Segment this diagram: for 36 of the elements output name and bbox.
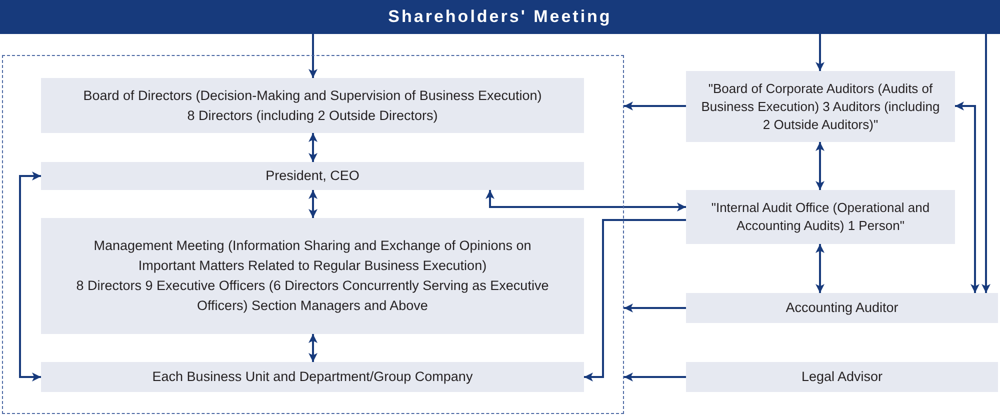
connector-arrow (624, 102, 686, 110)
double-arrow (816, 244, 824, 293)
dashed-group-frame (2, 55, 624, 414)
double-arrow (308, 190, 318, 218)
box-text: Legal Advisor (801, 368, 883, 386)
org-box (41, 78, 584, 133)
box-text: "Internal Audit Office (Operational and Accounting Audits) 1 Person" (710, 199, 931, 235)
org-box (686, 362, 998, 392)
org-box (686, 293, 998, 323)
connector-arrow (624, 304, 686, 312)
double-arrow (308, 133, 318, 162)
box-text: Each Business Unit and Department/Group Company (152, 368, 473, 386)
double-arrow (19, 172, 41, 382)
connector-arrow (982, 34, 990, 293)
box-text: Board of Directors (Decision-Making and Supervision of Business Execution) (83, 86, 542, 105)
double-arrow (486, 190, 686, 212)
connector-arrow (816, 34, 824, 71)
org-box (41, 362, 584, 392)
org-box (686, 71, 955, 142)
box-text: 8 Directors (including 2 Outside Directors) (187, 106, 438, 125)
double-arrow (816, 142, 824, 190)
box-text: 8 Directors 9 Executive Officers (6 Directors Concurrently Serving as Executive Officers) Section Managers and Above (75, 277, 550, 315)
banner-bar (0, 0, 1000, 34)
box-text: President, CEO (266, 167, 360, 185)
box-text: "Board of Corporate Auditors (Audits of Business Execution) 3 Auditors (including 2 Outside Auditors)" (700, 80, 941, 134)
double-arrow (955, 102, 980, 293)
connector-arrow (308, 34, 318, 78)
banner-title: Shareholders' Meeting (388, 6, 612, 28)
double-arrow (308, 334, 318, 362)
org-box (686, 190, 955, 244)
org-box (41, 218, 584, 334)
org-box (41, 162, 584, 190)
connector-arrow (584, 219, 686, 382)
connector-arrow (624, 372, 686, 382)
box-text: Management Meeting (Information Sharing and Exchange of Opinions on Important Matters Related to Regular Business Execution) (92, 237, 532, 275)
box-text: Accounting Auditor (786, 299, 898, 317)
